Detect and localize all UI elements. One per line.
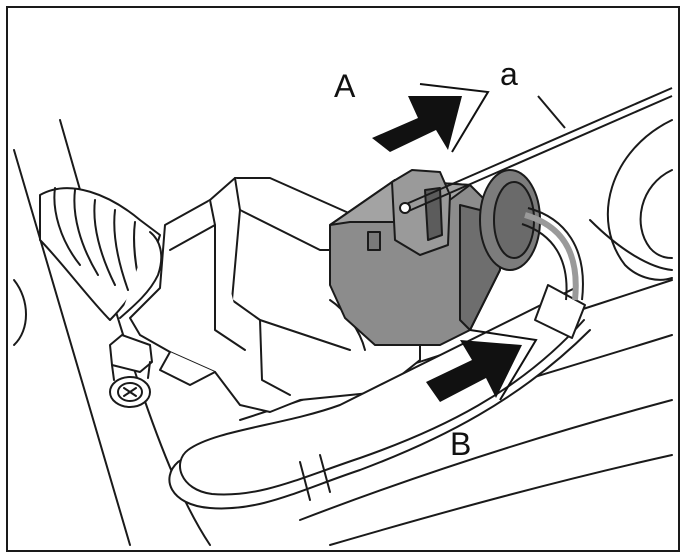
sill-line-bottom bbox=[329, 454, 673, 546]
leader-line-a bbox=[537, 95, 566, 129]
arrow-a bbox=[372, 83, 490, 153]
body-panel-edge-left bbox=[13, 149, 131, 546]
label-B: B bbox=[450, 426, 472, 462]
sill-line-lower bbox=[299, 399, 673, 521]
release-tool-wire-2 bbox=[403, 95, 673, 214]
connector-wires bbox=[524, 212, 579, 301]
diagram-frame bbox=[6, 6, 680, 552]
arrow-b-outline bbox=[469, 329, 538, 401]
mounting-screw bbox=[109, 334, 153, 408]
body-crease-right bbox=[589, 219, 673, 271]
release-tool-wire bbox=[403, 87, 673, 206]
arrow-b bbox=[426, 329, 538, 402]
arrow-a-outline bbox=[419, 83, 490, 153]
label-A: A bbox=[334, 68, 356, 104]
rubber-boot bbox=[39, 187, 163, 321]
wheel-arch-inner bbox=[639, 169, 673, 259]
arrow-a-body bbox=[372, 96, 462, 152]
release-tool-tip bbox=[399, 202, 411, 214]
arrow-b-body bbox=[426, 340, 522, 402]
label-a: a bbox=[500, 56, 518, 92]
body-panel-rim bbox=[13, 279, 27, 346]
connector-square-window bbox=[367, 231, 381, 251]
